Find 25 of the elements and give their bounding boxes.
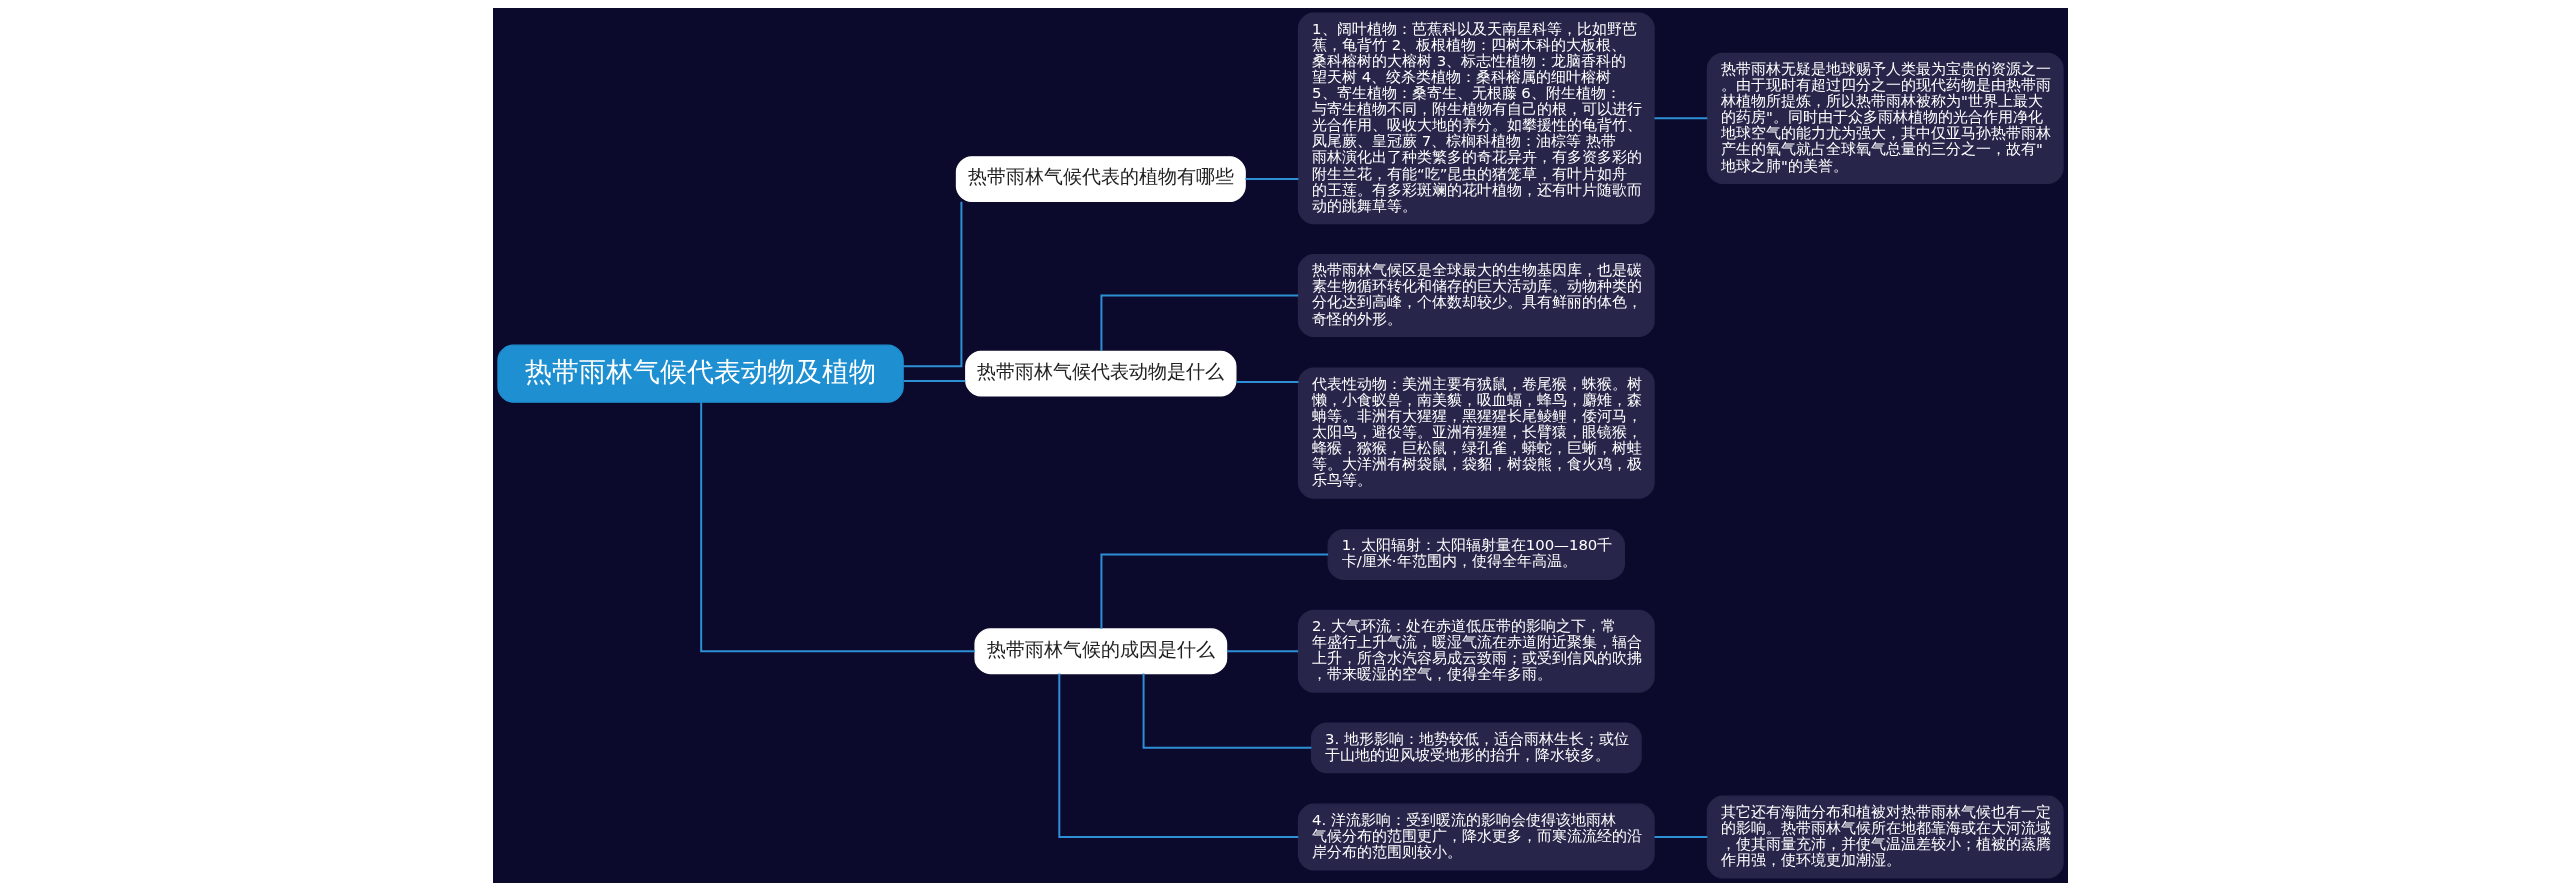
- node-box: 热带雨林无疑是地球赐予人类最为宝贵的资源之一。由于现时有超过四分之一的现代药物是由热带雨林植物所提炼，所以热带雨林被称为"世界上最大的药房"。同时由于众多雨林植物的光合作用净化地球空气的能力尤为强大，其中仅亚马孙热带雨林产生的氧气就占全球氧气总量的三分之一，故有"地球之肺"的美誉。: [1706, 52, 2064, 185]
- node-box: 4. 洋流影响：受到暖流的影响会使得该地雨林气候分布的范围更广，降水更多，而寒流流经的沿岸分布的范围则较小。: [1297, 803, 1655, 871]
- node-box: 3. 地形影响：地势较低，适合雨林生长；或位于山地的迎风坡受地形的抬升，降水较多。: [1310, 722, 1642, 774]
- connector: [699, 401, 976, 653]
- connector: [902, 380, 966, 383]
- connector: [1652, 836, 1708, 839]
- connector: [1099, 294, 1299, 353]
- connector: [1225, 650, 1299, 653]
- node-box: 1. 太阳辐射：太阳辐射量在100—180千卡/厘米·年范围内，使得全年高温。: [1327, 529, 1625, 580]
- node-box: 热带雨林气候代表的植物有哪些: [955, 156, 1246, 202]
- node-box: 热带雨林气候区是全球最大的生物基因库，也是碳素生物循环转化和储存的巨大活动库。动物种类的分化达到高峰，个体数却较少。具有鲜丽的体色，奇怪的外形。: [1297, 254, 1655, 338]
- connector: [1057, 672, 1299, 839]
- node-box: 代表性动物：美洲主要有狨鼠，卷尾猴，蛛猴。树懒，小食蚁兽，南美貘，吸血蝠，蜂鸟，麝雉，森蚺等。非洲有大猩猩，黑猩猩长尾鲮鲤，倭河马，太阳鸟，避役等。亚洲有猩猩，长臂猿，眼镜猴，蜂猴，猕猴，巨松鼠，绿孔雀，蟒蛇，巨蜥，树蛙等。大洋洲有树袋鼠，袋貂，树袋熊，食火鸡，极乐鸟等。: [1297, 367, 1655, 499]
- node-box: 热带雨林气候的成因是什么: [973, 628, 1227, 675]
- node-box: 2. 大气环流：处在赤道低压带的影响之下，常年盛行上升气流，暖湿气流在赤道附近聚集，辐合上升，所含水汽容易成云致雨；或受到信风的吹拂，带来暖湿的空气，使得全年多雨。: [1297, 609, 1655, 693]
- node-box: 其它还有海陆分布和植被对热带雨林气候也有一定的影响。热带雨林气候所在地都靠海或在大河流域，使其雨量充沛，并使气温温差较小；植被的蒸腾作用强，使环境更加潮湿。: [1706, 795, 2064, 879]
- node-box: 1、阔叶植物：芭蕉科以及天南星科等，比如野芭蕉，龟背竹 2、板根植物：四树木科的大板根、桑科榕树的大榕树 3、标志性植物：龙脑香科的望天树 4、绞杀类植物：桑科榕属的细叶榕树 5、寄生植物：桑寄生、无根藤 6、附生植物：与寄生植物不同，附生植物有自己的根，可以进行光合作用、吸收大地的养分。如攀援性的龟背竹、凤尾蕨、皇冠蕨 7、棕榈科植物：油棕等 热带雨林演化出了种类繁多的奇花异卉，有多资多彩的附生兰花，有能“吃”昆虫的猪笼草，有叶片如舟的王莲。有多彩斑斓的花叶植物，还有叶片随歌而动的跳舞草等。: [1297, 12, 1655, 225]
- connector: [1234, 381, 1299, 383]
- connector: [1652, 117, 1708, 120]
- connector: [1243, 178, 1299, 181]
- connector: [1099, 553, 1329, 630]
- connector: [1142, 672, 1312, 749]
- node-box: 热带雨林气候代表动物是什么: [964, 350, 1236, 397]
- node-box: 热带雨林气候代表动物及植物: [496, 344, 904, 403]
- connector: [901, 200, 962, 368]
